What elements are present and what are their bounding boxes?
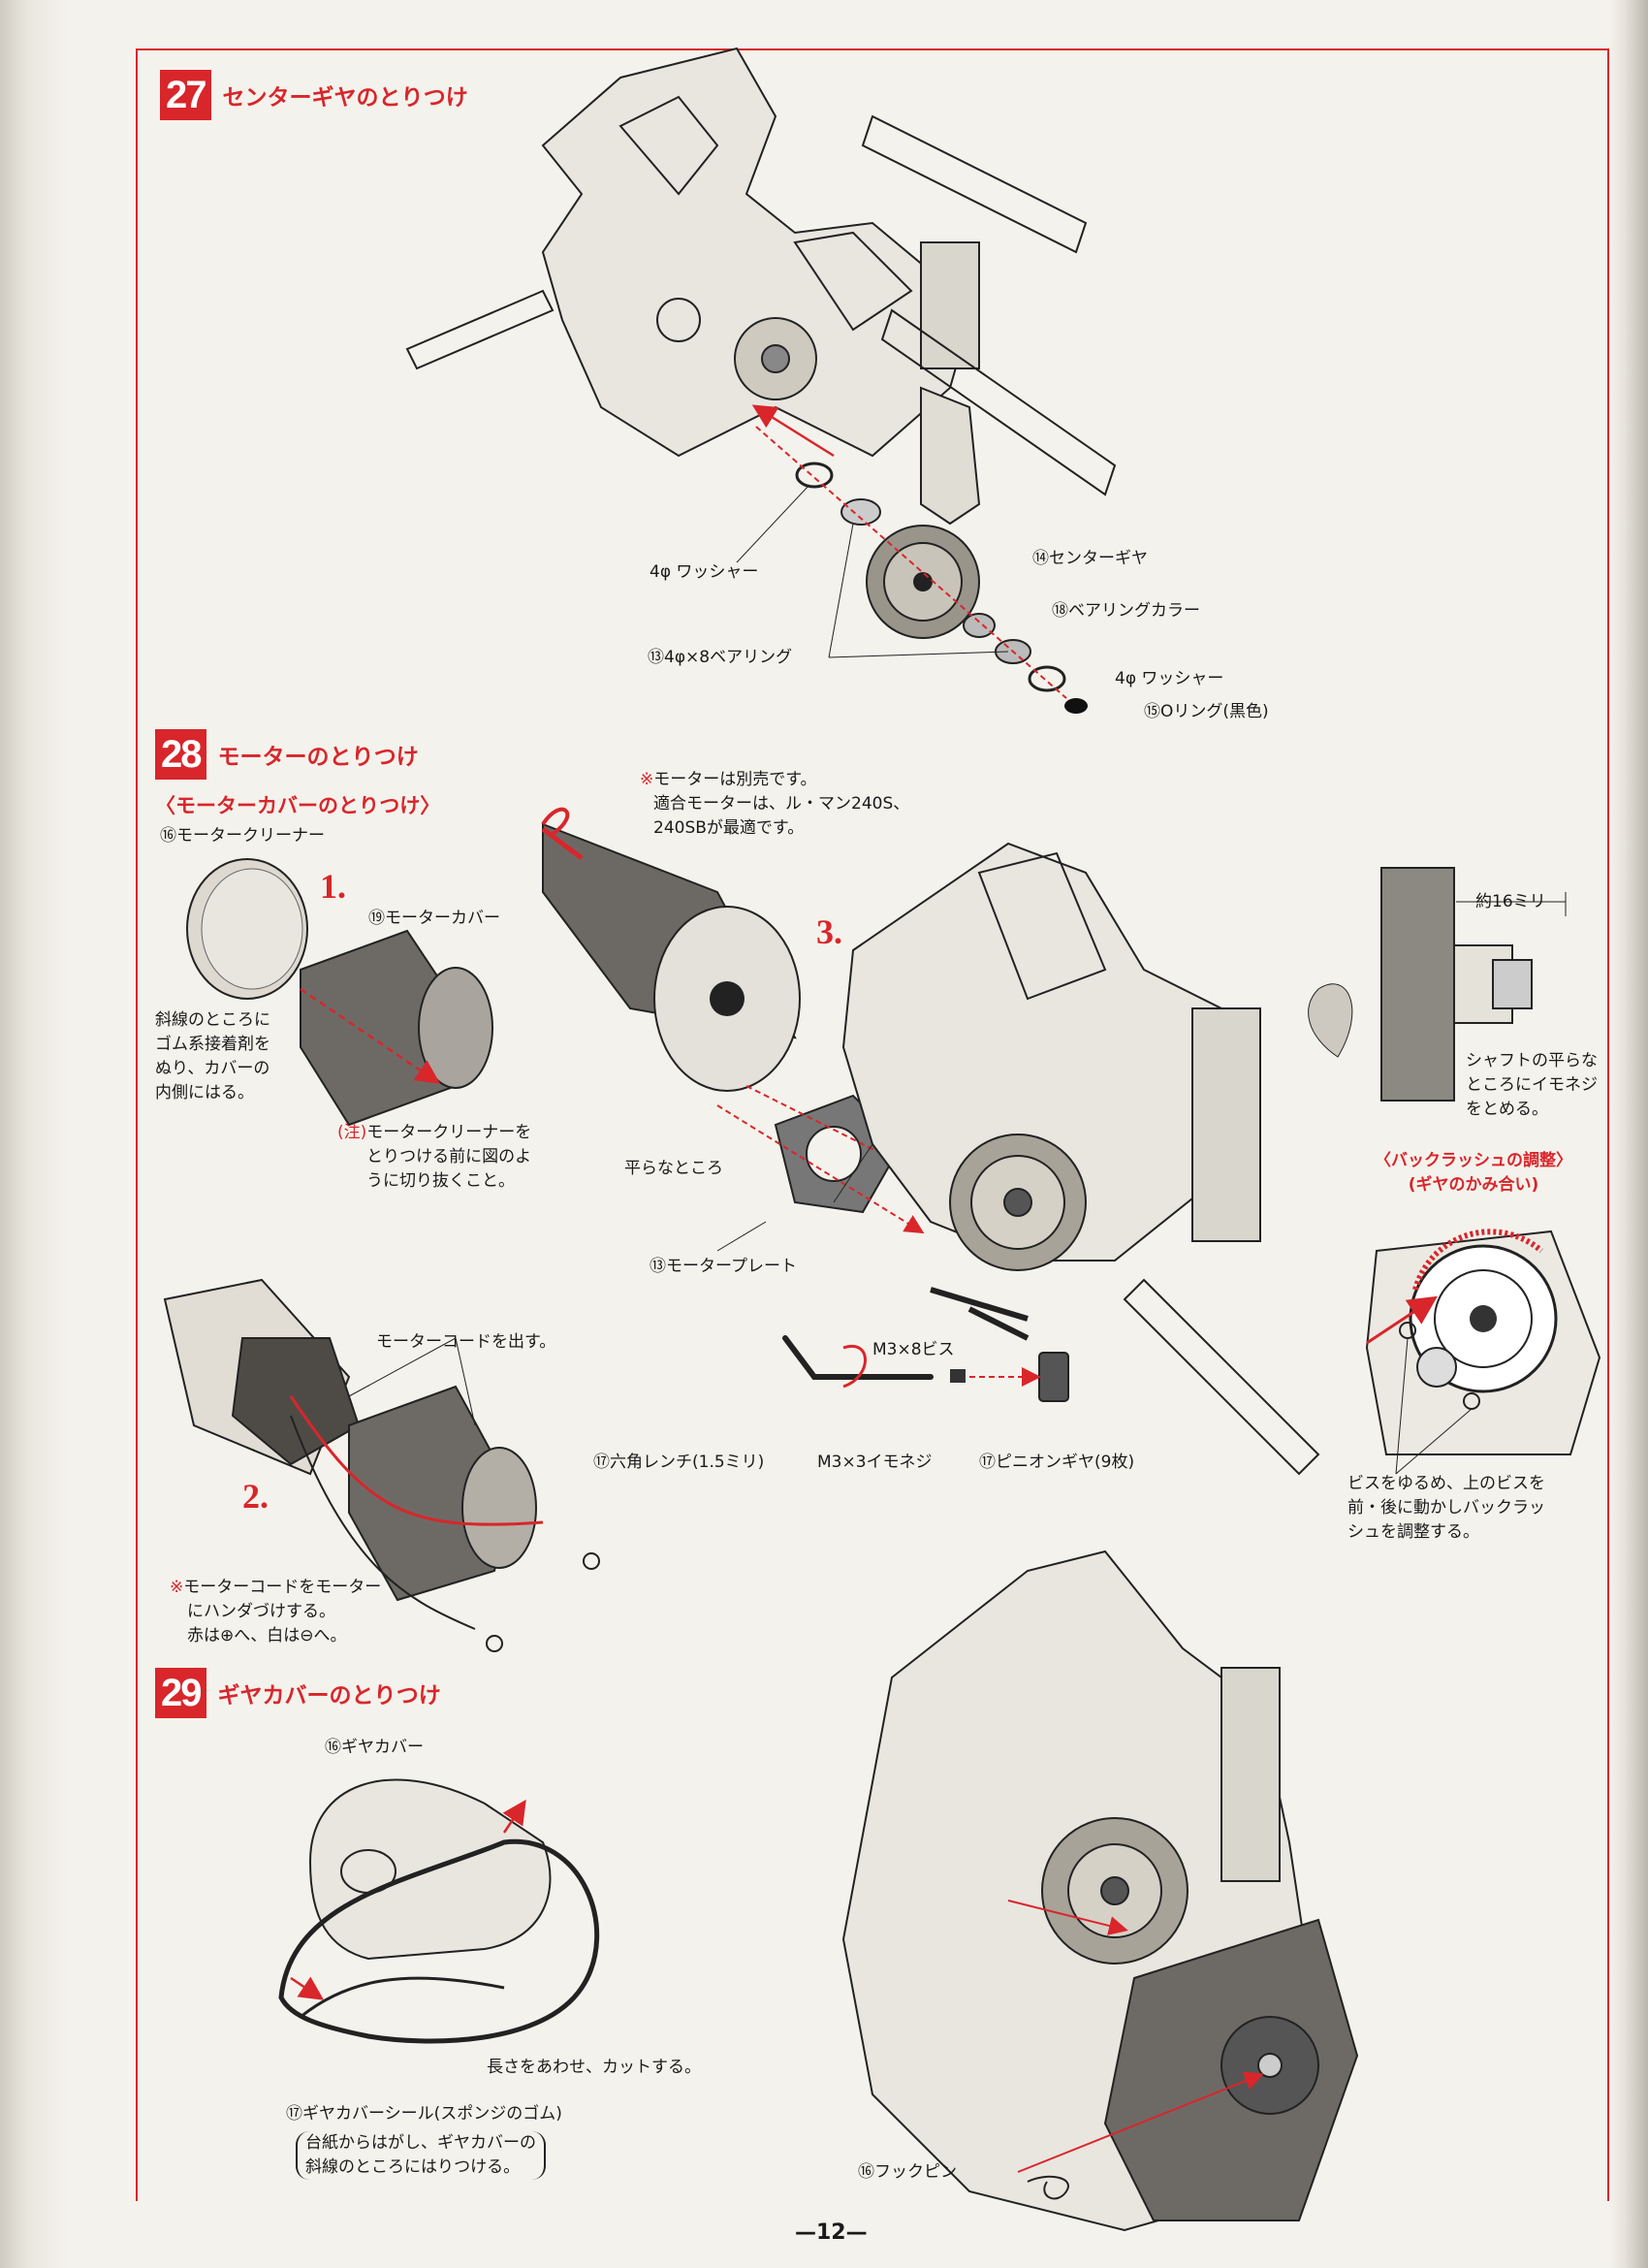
step-title: モーターのとりつけ	[217, 745, 419, 770]
page-binding-edge	[0, 0, 68, 2268]
note-line: シャフトの平らな	[1466, 1051, 1598, 1070]
part-label: ⑭センターギヤ	[1032, 549, 1148, 568]
cutout-note: (注)モータークリーナーを とりつける前に図のよ うに切り抜くこと。	[337, 1121, 531, 1194]
glue-note: 斜線のところに ゴム系接着剤を ぬり、カバーの 内側にはる。	[155, 1008, 270, 1105]
step-28-header: 28 モーターのとりつけ	[155, 729, 419, 780]
note-line: 前・後に動かしバックラッ	[1347, 1498, 1545, 1517]
hook-pin-label: ⑯フックピン	[858, 2162, 957, 2182]
chassis-step29	[841, 1549, 1359, 2232]
motor-cleaner-disc	[186, 858, 308, 1000]
backlash-inset	[1365, 1229, 1601, 1475]
note-mark: ※	[170, 1578, 184, 1597]
motor-cover-1	[300, 929, 493, 1127]
note-line: 適合モーターは、ル・マン240S、	[653, 794, 910, 814]
note-line: ところにイモネジ	[1466, 1075, 1598, 1095]
note-line: 斜線のところにはりつける。	[305, 2157, 521, 2177]
note-line: ぬり、カバーの	[155, 1059, 270, 1078]
note-line: 〈バックラッシュの調整〉	[1375, 1151, 1572, 1170]
step-number: 27	[160, 70, 211, 120]
step-title: センターギヤのとりつけ	[222, 85, 468, 111]
step-number: 29	[155, 1668, 206, 1718]
seal-note: 台紙からはがし、ギヤカバーの 斜線のところにはりつける。	[296, 2131, 546, 2180]
note-mark: ※	[640, 770, 654, 789]
step-27-header: 27 センターギヤのとりつけ	[160, 70, 468, 120]
step-marker-3: 3.	[816, 912, 842, 951]
cut-note-label: 長さをあわせ、カットする。	[487, 2058, 701, 2077]
part-label: 4φ ワッシャー	[650, 562, 759, 582]
step-marker-2: 2.	[242, 1477, 269, 1516]
note-line: にハンダづけする。	[187, 1602, 335, 1621]
note-line: 赤は⊕へ、白は⊖へ。	[187, 1626, 347, 1645]
motor-2	[163, 1278, 600, 1652]
solder-note: ※モーターコードをモーター にハンダづけする。 赤は⊕へ、白は⊖へ。	[170, 1576, 381, 1648]
shaft-length-label: 約16ミリ	[1475, 892, 1546, 911]
note-line: うに切り抜くこと。	[366, 1171, 515, 1191]
step27-parts	[736, 404, 1088, 714]
gear-cover-seal	[278, 1778, 600, 2044]
cord-out-label: モーターコードを出す。	[376, 1332, 556, 1352]
set-screw-label: M3×3イモネジ	[817, 1453, 933, 1472]
seal-label: ⑰ギヤカバーシール(スポンジのゴム)	[286, 2104, 562, 2124]
step-marker-1: 1.	[320, 867, 346, 906]
chassis-step28	[841, 842, 1320, 1476]
hex-wrench-parts	[782, 1335, 1069, 1402]
step-title: ギヤカバーのとりつけ	[217, 1683, 441, 1709]
part-label: ⑬4φ×8ベアリング	[648, 648, 793, 667]
motor-cleaner-label: ⑯モータークリーナー	[160, 826, 325, 846]
note-line: ゴム系接着剤を	[155, 1035, 270, 1054]
part-label: 4φ ワッシャー	[1115, 669, 1224, 688]
note-line: 内側にはる。	[155, 1083, 254, 1102]
note-line: 斜線のところに	[155, 1010, 270, 1030]
backlash-title: 〈バックラッシュの調整〉 (ギヤのかみ合い)	[1343, 1149, 1604, 1198]
note-line: モーターは別売です。	[653, 770, 817, 789]
page-number: —12—	[795, 2220, 868, 2245]
screw-label: M3×8ビス	[872, 1340, 955, 1359]
note-line: ビスをゆるめ、上のビスを	[1347, 1474, 1545, 1493]
shaft-inset	[1308, 867, 1567, 1102]
chassis-step27	[405, 47, 1117, 526]
pinion-label: ⑰ピニオンギヤ(9枚)	[979, 1453, 1135, 1472]
note-line: 台紙からはがし、ギヤカバーの	[305, 2133, 536, 2153]
note-line: (ギヤのかみ合い)	[1408, 1175, 1539, 1195]
page-right-edge	[1609, 0, 1648, 2268]
note-line: モーターコードをモーター	[183, 1578, 382, 1597]
motor-note: ※モーターは別売です。 適合モーターは、ル・マン240S、 240SBが最適です…	[640, 768, 909, 841]
motor-3	[541, 807, 801, 1092]
page-frame	[136, 48, 1609, 2201]
step-number: 28	[155, 729, 206, 780]
shaft-note: シャフトの平らな ところにイモネジ をとめる。	[1466, 1049, 1598, 1122]
backlash-note: ビスをゆるめ、上のビスを 前・後に動かしバックラッ シュを調整する。	[1347, 1472, 1545, 1545]
note-line: とりつける前に図のよ	[366, 1147, 532, 1166]
gear-cover-label: ⑯ギヤカバー	[325, 1738, 424, 1757]
subheading: 〈モーターカバーのとりつけ〉	[155, 794, 441, 817]
part-label: ⑱ベアリングカラー	[1052, 601, 1200, 621]
note-line: をとめる。	[1466, 1100, 1548, 1119]
part-label: ⑮Oリング(黒色)	[1144, 702, 1269, 721]
note-line: シュを調整する。	[1347, 1522, 1479, 1542]
note-mark: (注)	[337, 1123, 367, 1142]
step-29-header: 29 ギヤカバーのとりつけ	[155, 1668, 441, 1718]
flat-part-label: 平らなところ	[624, 1159, 723, 1178]
motor-plate-label: ⑬モータープレート	[650, 1257, 797, 1276]
note-line: モータークリーナーを	[366, 1123, 532, 1142]
motor-cover-label: ⑲モーターカバー	[368, 909, 500, 928]
hex-wrench-label: ⑰六角レンチ(1.5ミリ)	[593, 1453, 765, 1472]
note-line: 240SBが最適です。	[653, 818, 805, 838]
